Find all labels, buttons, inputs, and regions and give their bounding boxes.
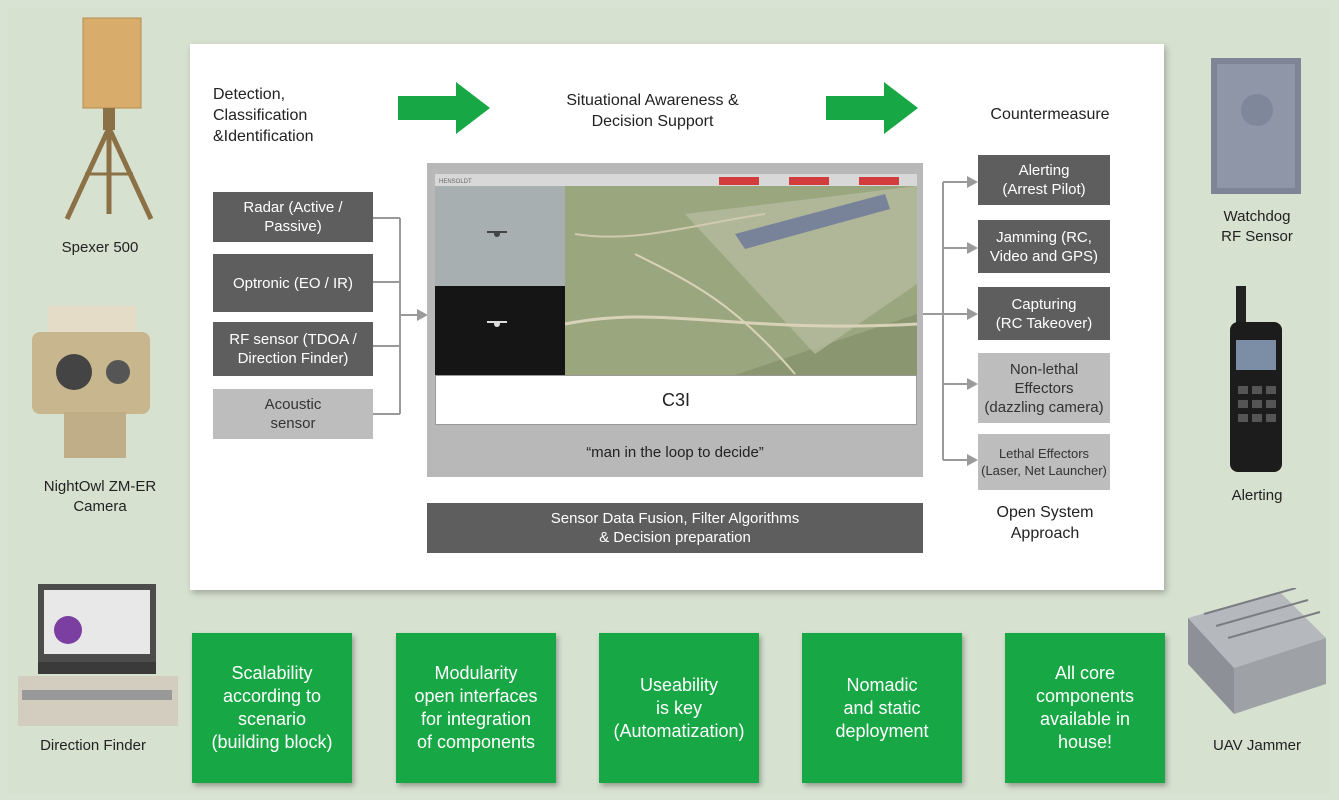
device-spexer-label: Spexer 500 [61, 239, 139, 256]
cm-capturing: Capturing (RC Takeover) [978, 287, 1110, 340]
uav-jammer-device-icon [1188, 588, 1326, 714]
detection-heading: Detection, Classification &Identificatio… [213, 86, 314, 145]
cm-jamming: Jamming (RC, Video and GPS) [978, 220, 1110, 273]
countermeasure-connector-lines [923, 176, 978, 466]
c3i-label: C3I [435, 375, 917, 425]
device-watchdog-label: Watchdog RF Sensor [1221, 208, 1293, 245]
principle-scalability: Scalability according to scenario (build… [192, 633, 352, 783]
radio-device-icon [1230, 286, 1282, 472]
cm-alerting: Alerting (Arrest Pilot) [978, 155, 1110, 205]
awareness-heading: Situational Awareness & Decision Support [566, 92, 739, 130]
sensor-optronic: Optronic (EO / IR) [213, 254, 373, 312]
principle-modularity: Modularity open interfaces for integrati… [396, 633, 556, 783]
device-uav-jammer-label: UAV Jammer [1212, 737, 1302, 754]
cm-lethal: Lethal Effectors (Laser, Net Launcher) [978, 434, 1110, 490]
flow-arrow-2-icon [826, 82, 918, 134]
camera-device-icon [32, 306, 150, 458]
sensor-acoustic: Acoustic sensor [213, 389, 373, 439]
device-alerting-label: Alerting [1231, 487, 1283, 504]
sensor-connector-lines [373, 217, 428, 415]
principle-in-house: All core components available in house! [1005, 633, 1165, 783]
sensor-rf: RF sensor (TDOA / Direction Finder) [213, 322, 373, 376]
device-nightowl-label: NightOwl ZM-ER Camera [43, 478, 157, 515]
principle-useability: Useability is key (Automatization) [599, 633, 759, 783]
map-view: HENSOLDT [435, 174, 917, 375]
screen-brand: HENSOLDT [439, 179, 472, 185]
open-system-label: Open System Approach [996, 504, 1094, 542]
principle-nomadic: Nomadic and static deployment [802, 633, 962, 783]
c3i-screen: HENSOLDT [435, 174, 917, 375]
direction-finder-device-icon [18, 584, 178, 726]
fusion-box: Sensor Data Fusion, Filter Algorithms & … [427, 503, 923, 553]
watchdog-device-icon [1211, 58, 1301, 194]
radar-device-icon [64, 17, 154, 221]
cm-nonlethal: Non-lethal Effectors (dazzling camera) [978, 353, 1110, 423]
sensor-radar: Radar (Active / Passive) [213, 192, 373, 242]
countermeasure-heading: Countermeasure [990, 106, 1110, 123]
device-direction-finder-label: Direction Finder [40, 737, 146, 754]
c3i-caption: “man in the loop to decide” [586, 444, 764, 461]
flow-arrow-1-icon [398, 82, 490, 134]
